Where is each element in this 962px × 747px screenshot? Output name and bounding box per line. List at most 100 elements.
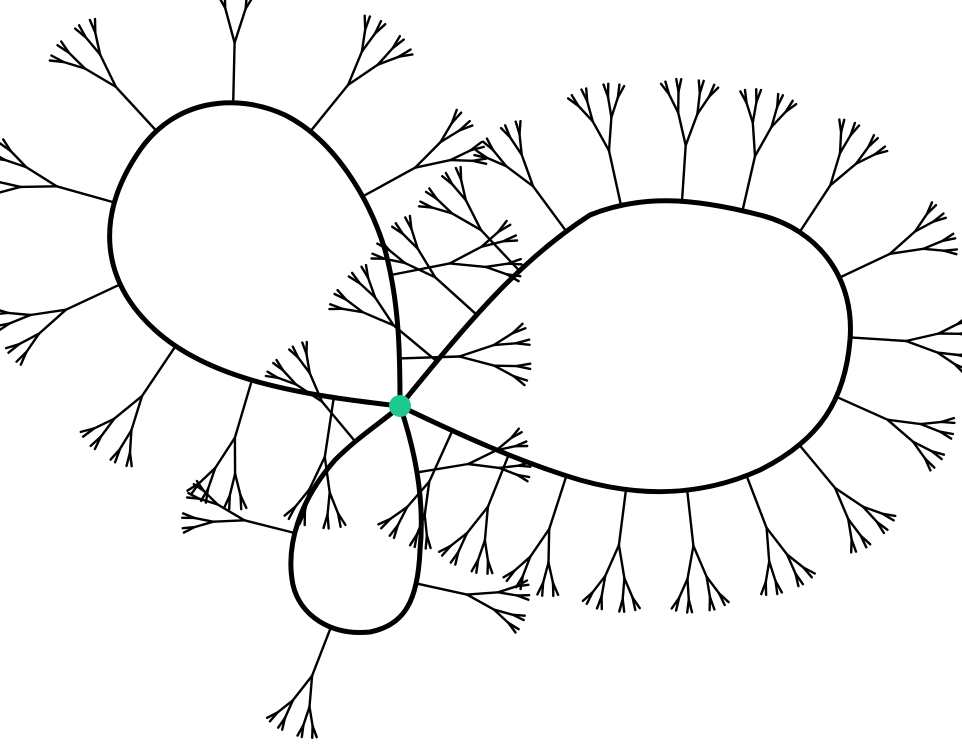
tree [0, 284, 120, 364]
tree-branch-edge [605, 545, 619, 576]
tree-branch-edge [921, 422, 942, 424]
tree-trunk-edge [609, 151, 621, 206]
tree-branch-edge [769, 561, 775, 581]
tree-branch-edge [530, 529, 549, 557]
tree-branch-edge [450, 263, 486, 267]
tree-branch-edge [906, 341, 938, 353]
tree-leaf-edge [944, 251, 956, 255]
tree-leaf-edge [518, 466, 530, 467]
tree-leaf-edge [841, 120, 844, 133]
tree [187, 380, 252, 509]
tree [800, 120, 888, 233]
tree-leaf-edge [183, 527, 195, 528]
tree-trunk-edge [619, 490, 626, 546]
tree-leaf-edge [426, 536, 427, 549]
tree-branch-edge [767, 528, 770, 562]
tree [583, 490, 640, 612]
tree-branch-edge [303, 707, 309, 725]
tree-branch-edge [0, 182, 21, 187]
tree-branch-edge [921, 424, 940, 432]
tree-branch-edge [246, 0, 258, 9]
tree-leaf-edge [942, 422, 955, 423]
tree-branch-edge [688, 546, 694, 579]
tree-trunk-edge [850, 337, 906, 341]
tree-trunk-edge [233, 43, 234, 103]
tree-leaf-edge [745, 90, 747, 103]
tree-leaf-edge [619, 599, 622, 612]
tree-trunk-edge [800, 185, 831, 232]
tree-leaf-edge [488, 561, 489, 574]
tree-branch-edge [26, 167, 57, 186]
tree [267, 627, 331, 738]
tree-leaf-edge [520, 121, 521, 134]
tree-trunk-edge [747, 476, 767, 528]
tree-branch-edge [619, 545, 625, 578]
tree [310, 16, 412, 132]
tree-branch-edge [328, 493, 330, 515]
tree-branch-edge [486, 264, 508, 267]
tree-branch-edge [195, 522, 214, 527]
tree-branch-edge [468, 464, 499, 468]
tree [672, 490, 729, 612]
tree-leaf-edge [517, 366, 531, 369]
tree-branch-edge [213, 520, 244, 521]
tree-leaf-edge [241, 495, 242, 509]
tree-branch-edge [450, 247, 482, 264]
tree-branch-edge [498, 586, 516, 592]
tree-branch-edge [486, 267, 507, 274]
tree [504, 476, 567, 596]
tree-branch-edge [686, 114, 698, 145]
tree [419, 167, 519, 271]
tree-leaf-edge [0, 309, 8, 313]
tree-branch-edge [0, 187, 21, 193]
tree-trunk-edge [799, 445, 835, 488]
tree [568, 84, 624, 206]
tree-branch-edge [923, 241, 942, 249]
tree-trunk-edge [533, 186, 566, 231]
tree-trunk-edge [310, 85, 348, 132]
tree [439, 455, 509, 574]
tree [474, 121, 566, 231]
tree [363, 110, 487, 197]
tree-branch-edge [498, 592, 517, 595]
tree-trunk-edge [57, 186, 115, 202]
tree-branch-edge [225, 8, 234, 43]
tree-trunk-edge [549, 476, 566, 529]
tree-branch-edge [923, 249, 944, 251]
tree-branch-edge [549, 563, 554, 583]
tree-branch-edge [10, 315, 31, 323]
tree-branch-edge [459, 345, 493, 356]
tree-branch-edge [21, 186, 57, 187]
tree [400, 324, 531, 385]
tree-branch-edge [753, 123, 755, 157]
tree-branch-edge [678, 113, 686, 146]
tree [839, 202, 957, 277]
tree-branch-edge [669, 94, 678, 113]
tree-leaf-edge [665, 82, 669, 94]
tree-trunk-edge [429, 431, 452, 482]
tree-leaf-edge [586, 88, 587, 101]
tree-branch-edge [425, 515, 427, 536]
tree [850, 316, 962, 373]
tree-branch-edge [543, 563, 548, 583]
tree-branch-edge [906, 334, 939, 342]
tree-trunk-edge [116, 87, 157, 131]
tree-branch-edge [688, 579, 689, 600]
tree-trunk-edge [687, 490, 693, 546]
tree-branch-edge [499, 466, 518, 468]
tree-branch-edge [478, 540, 485, 560]
tree-trunk-edge [142, 346, 176, 396]
tree-trunk-edge [244, 520, 294, 533]
tree [81, 346, 176, 466]
tree-branch-edge [593, 121, 609, 150]
tree-leaf-edge [517, 585, 529, 587]
tree-branch-edge [693, 546, 706, 577]
tree-trunk-edge [312, 627, 331, 676]
tree-branch-edge [230, 474, 235, 496]
tree-trunk-edge [235, 380, 252, 438]
tree-leaf-edge [516, 343, 530, 345]
tree-branch-edge [450, 160, 472, 161]
